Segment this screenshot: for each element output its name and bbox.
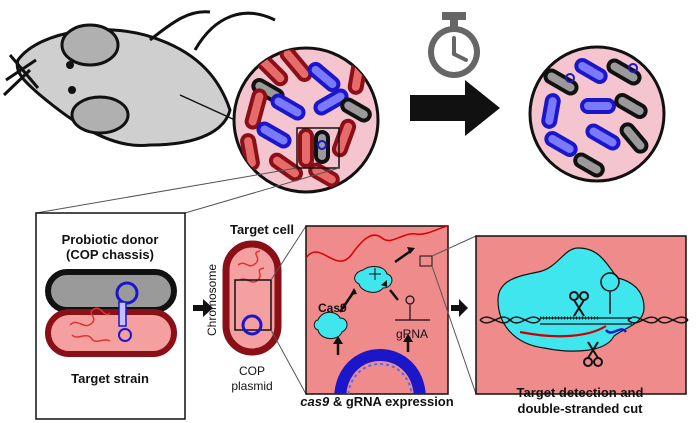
cop-plasmid [241,314,263,336]
expression-caption: cas9 & gRNA expression [300,394,453,409]
scissors-icon [569,291,589,317]
plasmid-icon [115,281,139,305]
mouse-icon [2,10,276,148]
grna-icon [395,305,430,321]
target-cell-label: Target cell [230,222,294,237]
detection-panel [475,235,689,395]
target-cell-group: Target cell Chromosome COP plasmid [205,222,294,393]
target-strain-cell [45,309,177,357]
grna-label: gRNA [396,327,428,341]
gut-microbiome-before [232,46,380,194]
arrow-right-icon [410,80,500,136]
gut-microbiome-after [528,45,666,183]
donor-target-panel: Probiotic donor (COP chassis) Target str… [35,212,186,420]
cop-label-1: COP [239,364,265,378]
donor-title: Probiotic donor [62,232,159,247]
chromosome-label: Chromosome [205,264,219,336]
target-strain-label: Target strain [71,371,149,386]
detection-caption-1: Target detection and [517,385,644,400]
target-cell [222,240,282,356]
donor-cell [45,269,177,313]
zoom-lines-1 [35,167,340,214]
cas9-protein-complex [354,266,393,293]
cop-label-2: plasmid [231,379,272,393]
donor-subtitle: (COP chassis) [66,247,154,262]
arrow-right-icon [451,299,468,317]
detection-caption-2: double-stranded cut [518,401,644,416]
expression-panel: Cas9 gRNA [305,225,449,395]
cas9-protein [313,311,348,339]
scissors-icon [583,341,603,367]
arrow-right-icon [193,299,213,317]
stopwatch-icon [428,12,480,78]
chromosome-squiggle [69,307,111,343]
